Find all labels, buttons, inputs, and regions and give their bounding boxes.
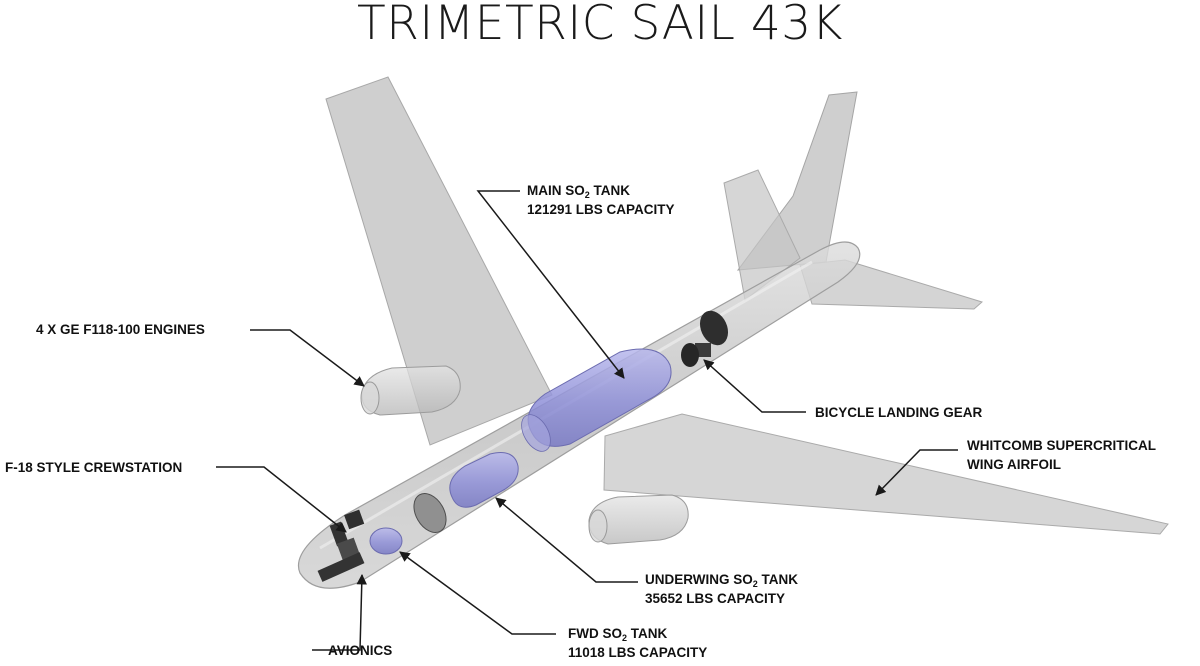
bulkhead-mid [413, 493, 447, 533]
label-underwing-tank: UNDERWING SO2 TANK 35652 LBS CAPACITY [645, 572, 799, 606]
label-main-tank-capacity: 121291 LBS CAPACITY [527, 202, 675, 217]
label-fwd-tank: FWD SO2 TANK 11018 LBS CAPACITY [568, 626, 708, 660]
engine-nacelle-left [360, 365, 461, 416]
horizontal-stabilizer-left [723, 169, 801, 301]
crewstation [329, 509, 365, 565]
label-avionics: AVIONICS [328, 643, 393, 658]
label-engines: 4 X GE F118-100 ENGINES [36, 322, 205, 337]
fwd-so2-tank [369, 527, 403, 555]
leader-avionics [312, 573, 367, 651]
diagram-title: TRIMETRIC SAIL 43K [357, 0, 843, 51]
leader-landing-gear [703, 359, 806, 413]
label-crewstation: F-18 STYLE CREWSTATION [5, 460, 183, 475]
label-wing-airfoil: WHITCOMB SUPERCRITICAL WING AIRFOIL [967, 438, 1156, 472]
label-main-tank: MAIN SO2 TANK 121291 LBS CAPACITY [527, 183, 675, 217]
underwing-so2-tank [449, 452, 519, 508]
leader-crewstation [216, 466, 347, 533]
leader-fwd-tank [399, 551, 556, 635]
landing-gear [681, 310, 729, 367]
right-wing [603, 413, 1169, 535]
leader-wing-airfoil [875, 449, 958, 496]
main-so2-tank [521, 348, 672, 452]
leader-main-tank [476, 190, 625, 379]
leader-engines [250, 329, 365, 387]
label-fwd-tank-capacity: 11018 LBS CAPACITY [568, 645, 708, 660]
engine-nacelle-right [588, 494, 689, 545]
label-landing-gear: BICYCLE LANDING GEAR [815, 405, 983, 420]
label-underwing-tank-capacity: 35652 LBS CAPACITY [645, 591, 786, 606]
leader-underwing-tank [495, 497, 638, 583]
avionics-box [317, 552, 365, 582]
